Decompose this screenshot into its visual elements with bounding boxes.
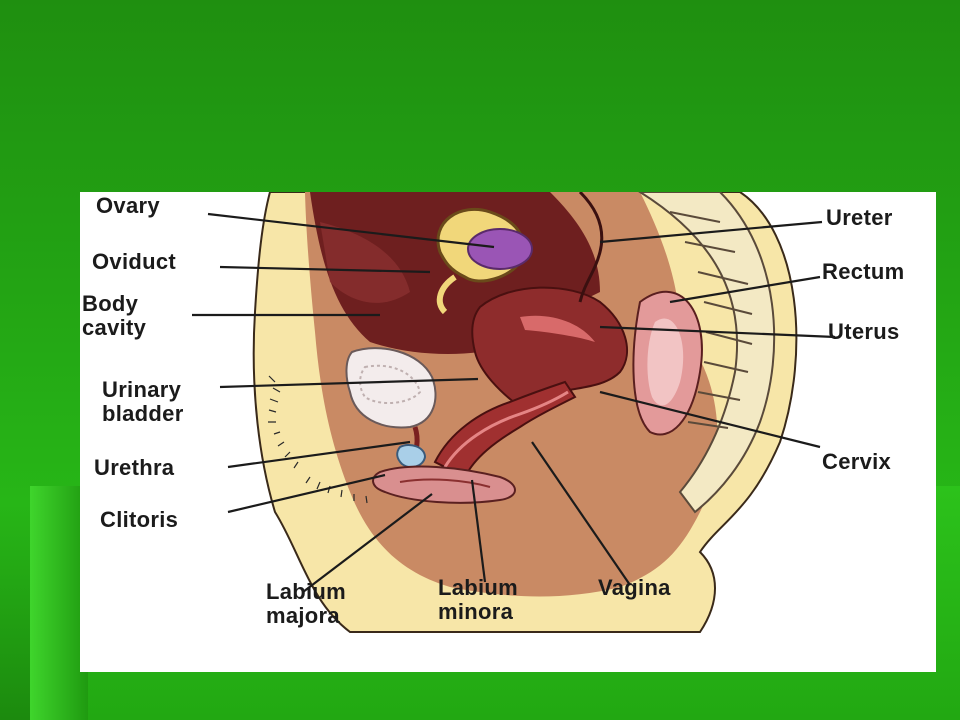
label-ureter: Ureter [826,205,893,230]
slide-footer-band-edge [30,486,88,720]
uterus [471,286,629,412]
label-clitoris: Clitoris [100,507,179,532]
rectum-lumen [647,318,684,406]
label-cervix: Cervix [822,449,892,474]
urethra-opening [396,444,427,469]
figure-bottom-margin [80,632,936,672]
label-oviduct: Oviduct [92,249,176,274]
label-labium-minora: Labium minora [438,575,519,624]
anatomy-illustration [80,192,936,672]
leader-lines [192,212,836,593]
label-body-cavity: Body cavity [82,291,147,340]
external-genitalia [372,465,516,504]
uterus-cavity [520,315,595,342]
anatomy-figure: Ovary Oviduct Body cavity Urinary bladde… [80,192,936,672]
label-uterus: Uterus [828,319,900,344]
body-cavity-shade [320,222,410,303]
label-rectum: Rectum [822,259,905,284]
label-labium-majora: Labium majora [266,579,347,628]
label-vagina: Vagina [598,575,671,600]
vertebrae [669,211,753,429]
ureter [578,192,604,303]
label-ovary: Ovary [96,193,160,218]
pubic-hair [268,375,368,504]
ovary [467,228,533,270]
label-urethra: Urethra [94,455,175,480]
spine [638,192,776,514]
label-urinary-bladder: Urinary bladder [102,377,184,426]
